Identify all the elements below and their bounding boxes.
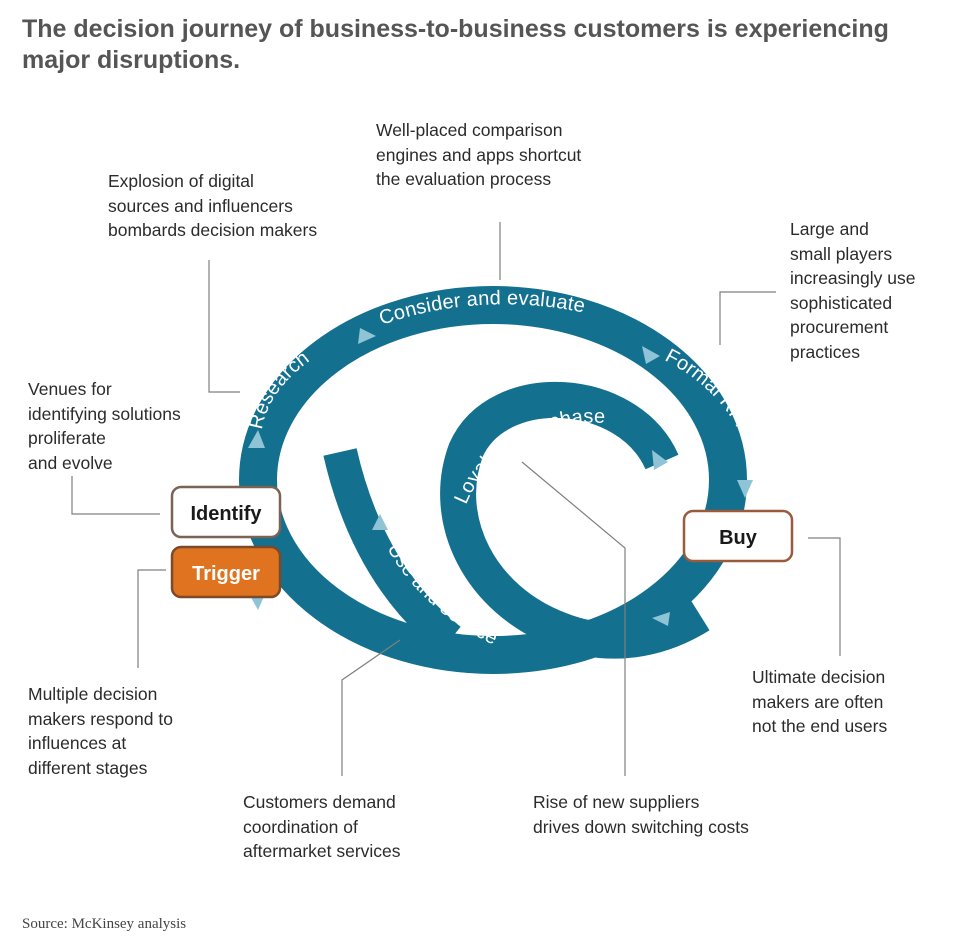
leader-aftermarket [341,639,401,776]
trigger-box [170,545,282,599]
outer-journey-ring [239,286,747,674]
arrow-loyalty [652,450,668,470]
annotation-suppliers: Rise of new suppliers drives down switch… [533,792,749,837]
leader-multiple [137,569,166,668]
buy-label: Buy [719,527,758,549]
identify-label: Identify [190,503,262,525]
page-title: The decision journey of business-to-busi… [22,15,889,74]
arrow-use [372,514,388,530]
use-and-service-band [323,448,461,654]
trigger-label: Trigger [192,563,260,585]
annotation-multiple: Multiple decision makers respond to infl… [28,684,173,778]
leader-ultimate [808,537,841,656]
arrow-buy [737,480,753,498]
buy-box [682,509,794,563]
leader-venues [71,476,160,515]
annotation-procurement: Large and small players increasingly use… [790,219,916,362]
arrow-consider [358,328,376,344]
annotation-ultimate: Ultimate decision makers are often not t… [752,667,888,736]
annotation-venues: Venues for identifying solutions prolife… [28,379,181,473]
identify-box [170,485,282,539]
annotation-aftermarket: Customers demand coordination of afterma… [243,792,401,861]
arrow-return [652,612,670,626]
arrow-research [248,430,265,448]
leader-procurement [719,291,776,345]
annotation-explosion: Explosion of digital sources and influen… [108,171,318,240]
source-note: Source: McKinsey analysis [22,916,187,932]
leader-explosion [208,260,240,393]
leader-lines [71,222,841,776]
leader-suppliers [521,461,626,776]
annotation-comparison: Well-placed comparison engines and apps … [376,120,582,189]
arrow-rfp [642,346,660,364]
loyalty-loop [440,382,710,659]
